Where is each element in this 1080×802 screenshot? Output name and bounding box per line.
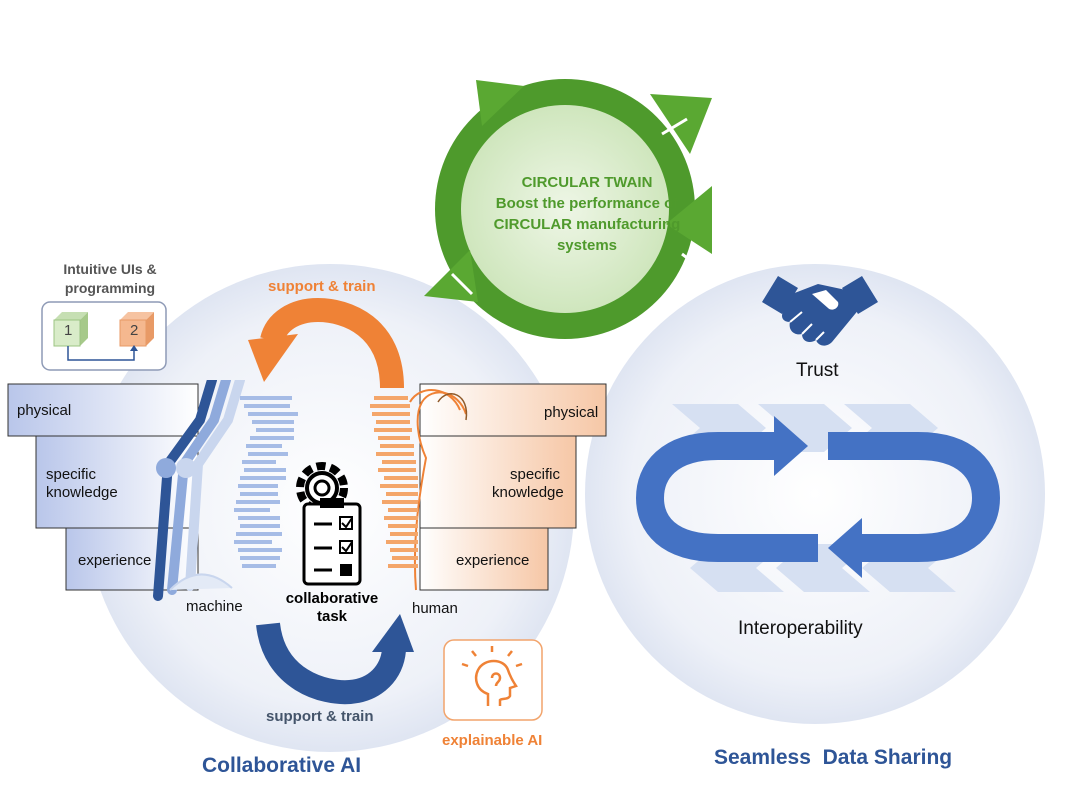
cycle-arrow-left: [424, 250, 478, 302]
collaborative-task-label: collaborative task: [276, 590, 388, 626]
step-physical-left: [7, 383, 199, 437]
cycle-arrow-topleft: [476, 80, 524, 126]
explainable-ai-label: explainable AI: [442, 732, 543, 749]
support-train-top: support & train: [268, 278, 376, 295]
task-line-1: collaborative: [285, 590, 379, 607]
task-line-2: task: [316, 608, 348, 625]
intuitive-ui-title: Intuitive UIs & programming: [40, 260, 180, 298]
circular-twain-cycle: [424, 79, 712, 339]
label-specific-left: specific: [46, 466, 97, 483]
machine-label: machine: [186, 598, 243, 615]
collaborative-ai-title: Collaborative AI: [202, 754, 362, 777]
support-train-bottom: support & train: [266, 708, 374, 725]
block-1-icon: [53, 319, 81, 347]
label-physical-right: physical: [544, 404, 599, 421]
orange-return-arrow: [248, 297, 404, 389]
circular-twain-text: CIRCULAR TWAIN Boost the performance of …: [474, 172, 700, 256]
data-sharing-circle: [585, 264, 1045, 724]
step-experience-right: [419, 527, 549, 591]
human-label: human: [412, 600, 458, 617]
label-physical-left: physical: [17, 402, 72, 419]
block-1-label: 1: [64, 322, 73, 339]
intuitive-ui-line-2: programming: [64, 280, 156, 296]
step-physical-right: [419, 383, 607, 437]
seamless-data-sharing-title: Seamless Data Sharing: [714, 746, 953, 769]
human-knowledge-bars: [370, 396, 418, 568]
machine-knowledge-bars: [234, 396, 298, 568]
center-line-2: CIRCULAR manufacturing: [493, 216, 681, 233]
center-line-1: Boost the performance of: [495, 195, 679, 212]
interoperability-label: Interoperability: [738, 618, 863, 639]
blue-return-arrow: [256, 614, 414, 705]
intuitive-ui-line-1: Intuitive UIs &: [63, 261, 157, 277]
block-2-icon: [119, 319, 147, 347]
human-steps: [409, 383, 607, 591]
label-knowledge-left: knowledge: [46, 484, 118, 501]
center-title: CIRCULAR TWAIN: [521, 174, 653, 191]
head-idea-icon: [461, 646, 523, 706]
block-2-label: 2: [130, 322, 139, 339]
handshake-icon: [762, 276, 878, 346]
label-knowledge-right: knowledge: [492, 484, 564, 501]
center-line-3: systems: [556, 237, 618, 254]
intuitive-ui-box: [41, 301, 167, 371]
cycle-arrow-right: [666, 186, 712, 254]
label-specific-right: specific: [510, 466, 561, 483]
collaborative-task-icon: [296, 462, 362, 586]
explainable-ai-box: [443, 639, 543, 721]
step-knowledge-right: [419, 435, 577, 529]
machine-steps: [7, 380, 245, 601]
trust-label: Trust: [796, 360, 839, 381]
checklist-icon: [302, 498, 362, 586]
label-experience-right: experience: [456, 552, 530, 569]
interoperability-loop-icon: [635, 404, 1001, 592]
label-experience-left: experience: [78, 552, 152, 569]
